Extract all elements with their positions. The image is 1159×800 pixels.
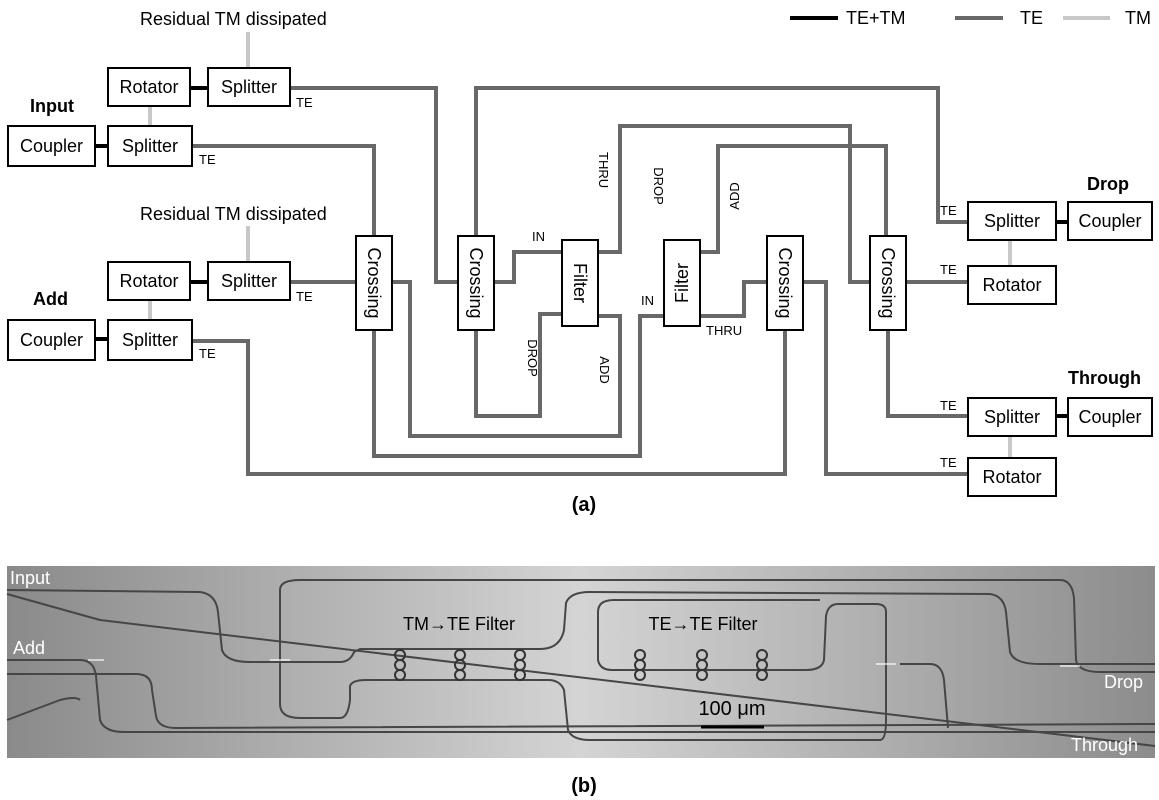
input-title: Input (30, 96, 74, 116)
te-label-8: TE (940, 455, 957, 470)
through-rotator-label: Rotator (982, 467, 1041, 487)
filter-1-label: Filter (570, 263, 590, 303)
crossing-3-label: Crossing (775, 247, 795, 318)
legend-te-tm-label: TE+TM (846, 8, 906, 28)
drop-coupler-label: Coupler (1078, 211, 1141, 231)
legend-te-label: TE (1020, 8, 1043, 28)
te-label-7: TE (940, 398, 957, 413)
micrograph: Input Add Drop Through TM→TE Filter TE→T… (7, 566, 1155, 797)
drop-rotator-label: Rotator (982, 275, 1041, 295)
micro-filter2-label: TE→TE Filter (648, 614, 757, 634)
crossing-1-label: Crossing (364, 247, 384, 318)
thru-label-1: THRU (596, 152, 611, 188)
through-title: Through (1068, 368, 1141, 388)
micro-filter1-label: TM→TE Filter (403, 614, 515, 634)
add-residual-splitter-label: Splitter (221, 271, 277, 291)
input-residual-splitter-label: Splitter (221, 77, 277, 97)
add-port-label-1: ADD (597, 356, 612, 383)
through-coupler-label: Coupler (1078, 407, 1141, 427)
add-splitter-label: Splitter (122, 330, 178, 350)
micro-through-label: Through (1071, 735, 1138, 755)
residual-tm-mid: Residual TM dissipated (140, 204, 327, 224)
input-splitter-label: Splitter (122, 136, 178, 156)
drop-port-label-2: DROP (651, 167, 666, 205)
te-label-4: TE (199, 346, 216, 361)
crossing-4-label: Crossing (878, 247, 898, 318)
crossing-2-label: Crossing (466, 247, 486, 318)
te-label-2: TE (199, 152, 216, 167)
in-label-2: IN (641, 293, 654, 308)
thru-label-2: THRU (706, 323, 742, 338)
drop-splitter-label: Splitter (984, 211, 1040, 231)
input-rotator-label: Rotator (119, 77, 178, 97)
schematic: TE+TM TE TM (8, 8, 1152, 516)
input-coupler-label: Coupler (20, 136, 83, 156)
drop-title: Drop (1087, 174, 1129, 194)
residual-tm-top: Residual TM dissipated (140, 9, 327, 29)
legend: TE+TM TE TM (790, 8, 1151, 28)
caption-b: (b) (571, 775, 597, 797)
caption-a: (a) (572, 494, 596, 516)
add-rotator-label: Rotator (119, 271, 178, 291)
te-label-3: TE (296, 289, 313, 304)
te-label-6: TE (940, 262, 957, 277)
legend-tm-label: TM (1125, 8, 1151, 28)
micro-drop-label: Drop (1104, 672, 1143, 692)
filter-2-label: Filter (672, 263, 692, 303)
through-splitter-label: Splitter (984, 407, 1040, 427)
micro-add-label: Add (13, 638, 45, 658)
add-coupler-label: Coupler (20, 330, 83, 350)
in-label-1: IN (532, 229, 545, 244)
te-label-1: TE (296, 95, 313, 110)
te-label-5: TE (940, 203, 957, 218)
add-port-label-2: ADD (727, 182, 742, 209)
micro-input-label: Input (10, 568, 50, 588)
drop-port-label-1: DROP (525, 339, 540, 377)
scale-bar-label: 100 μm (698, 698, 765, 720)
add-title: Add (33, 289, 68, 309)
